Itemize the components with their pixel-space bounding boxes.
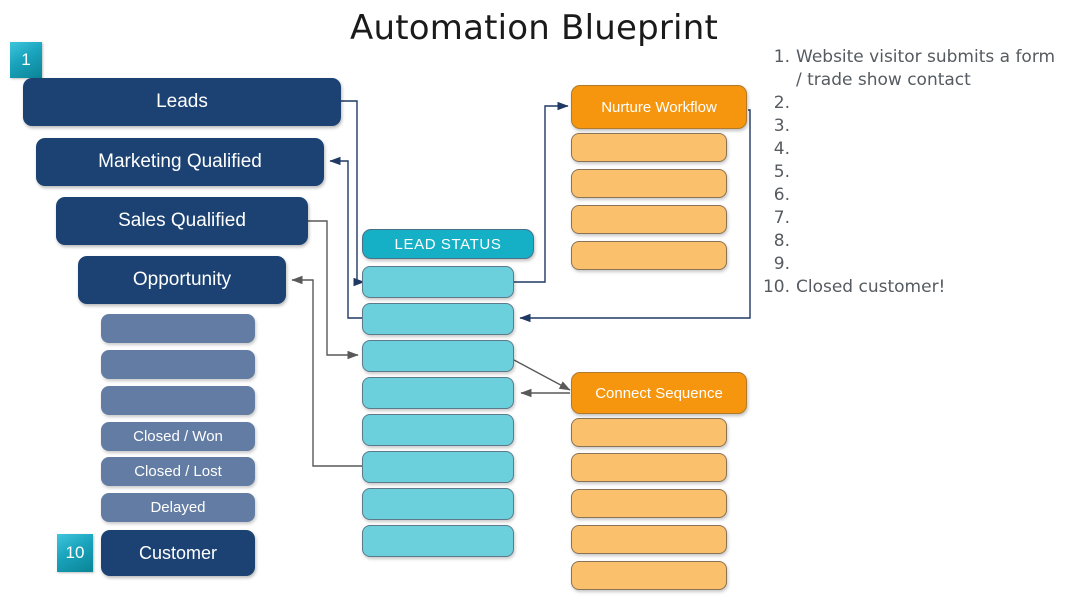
funnel-stage-opportunity[interactable]: Opportunity [78, 256, 286, 304]
step-list-item: 10. Closed customer! [760, 276, 1060, 299]
step-list-item: 1. Website visitor submits a form / trad… [760, 46, 1060, 92]
step-text: Website visitor submits a form / trade s… [796, 47, 1056, 90]
page-title: Automation Blueprint [350, 8, 718, 48]
lead-status-row[interactable] [362, 266, 514, 298]
step-number: 3. [773, 116, 790, 136]
lead-status-row[interactable] [362, 525, 514, 557]
lead-status-row[interactable] [362, 414, 514, 446]
lead-status-header: LEAD STATUS [362, 229, 534, 259]
nurture-workflow-header: Nurture Workflow [571, 85, 747, 129]
nurture-workflow-row[interactable] [571, 133, 727, 162]
funnel-substage-label: Delayed [150, 499, 206, 516]
lead-status-row[interactable] [362, 303, 514, 335]
step-list-item: 5. [760, 161, 1060, 184]
step-number: 5. [773, 162, 790, 182]
step-number: 4. [773, 139, 790, 159]
step-list-item: 6. [760, 184, 1060, 207]
step-list-item: 7. [760, 207, 1060, 230]
step-list-item: 4. [760, 138, 1060, 161]
funnel-substage-closed-lost[interactable]: Closed / Lost [101, 457, 255, 486]
step-text [796, 207, 1060, 230]
funnel-stage-label: Opportunity [132, 269, 232, 290]
nurture-workflow-row[interactable] [571, 205, 727, 234]
step-list-item: 8. [760, 230, 1060, 253]
funnel-substage[interactable] [101, 314, 255, 343]
funnel-substage-closed-won[interactable]: Closed / Won [101, 422, 255, 451]
lead-status-row[interactable] [362, 451, 514, 483]
lead-status-row[interactable] [362, 340, 514, 372]
funnel-stage-sales-qualified[interactable]: Sales Qualified [56, 197, 308, 245]
funnel-substage-delayed[interactable]: Delayed [101, 493, 255, 522]
step-text [796, 230, 1060, 253]
nurture-workflow-row[interactable] [571, 169, 727, 198]
step-number: 10. [762, 277, 790, 297]
badge-step-10-label: 10 [65, 543, 85, 562]
funnel-substage-label: Closed / Lost [134, 463, 222, 480]
step-text: Closed customer! [796, 277, 946, 297]
step-number: 2. [773, 93, 790, 113]
funnel-stage-marketing-qualified[interactable]: Marketing Qualified [36, 138, 324, 186]
funnel-stage-leads[interactable]: Leads [23, 78, 341, 126]
step-list-item: 9. [760, 253, 1060, 276]
connect-sequence-row[interactable] [571, 561, 727, 590]
step-number: 6. [773, 185, 790, 205]
step-list: 1. Website visitor submits a form / trad… [760, 46, 1060, 299]
step-text [796, 253, 1060, 276]
badge-step-1: 1 [10, 42, 42, 78]
step-text [796, 161, 1060, 184]
nurture-workflow-header-label: Nurture Workflow [601, 98, 717, 116]
connect-sequence-header: Connect Sequence [571, 372, 747, 414]
step-number: 8. [773, 231, 790, 251]
step-list-item: 2. [760, 92, 1060, 115]
badge-step-1-label: 1 [21, 50, 31, 69]
funnel-stage-label: Customer [138, 542, 218, 563]
step-number: 7. [773, 208, 790, 228]
connect-sequence-row[interactable] [571, 418, 727, 447]
step-list-item: 3. [760, 115, 1060, 138]
connect-sequence-header-label: Connect Sequence [595, 384, 723, 402]
funnel-stage-label: Marketing Qualified [98, 151, 262, 172]
connect-sequence-row[interactable] [571, 453, 727, 482]
connect-sequence-row[interactable] [571, 525, 727, 554]
lead-status-row[interactable] [362, 488, 514, 520]
funnel-stage-label: Leads [156, 91, 208, 112]
step-number: 9. [773, 254, 790, 274]
badge-step-10: 10 [57, 534, 93, 572]
step-text [796, 184, 1060, 207]
funnel-stage-label: Sales Qualified [118, 210, 246, 231]
lead-status-row[interactable] [362, 377, 514, 409]
funnel-stage-customer[interactable]: Customer [101, 530, 255, 576]
lead-status-header-label: LEAD STATUS [394, 235, 502, 253]
step-text [796, 92, 1060, 115]
connect-sequence-row[interactable] [571, 489, 727, 518]
nurture-workflow-row[interactable] [571, 241, 727, 270]
step-text [796, 138, 1060, 161]
funnel-substage-label: Closed / Won [133, 428, 223, 445]
step-number: 1. [773, 47, 790, 67]
funnel-substage[interactable] [101, 350, 255, 379]
step-text [796, 115, 1060, 138]
funnel-substage[interactable] [101, 386, 255, 415]
